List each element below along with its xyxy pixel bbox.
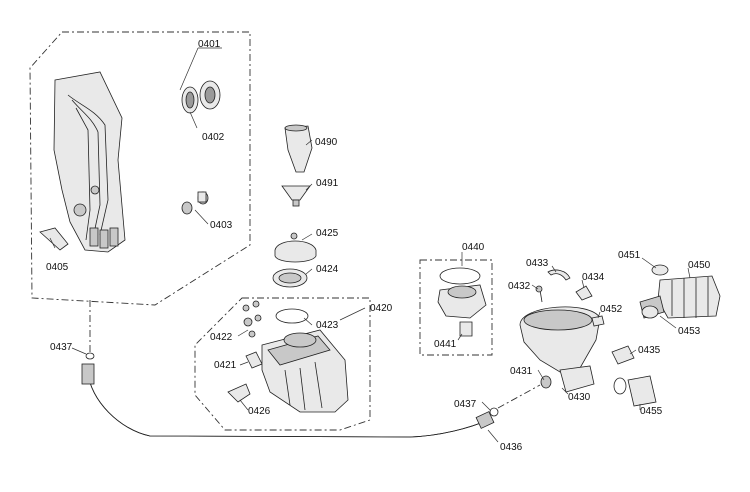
label-0420: 0420	[370, 303, 393, 314]
funnel-0490	[284, 125, 313, 173]
label-0451: 0451	[618, 250, 641, 261]
sump-0420	[261, 329, 349, 413]
clamp-0433	[547, 269, 571, 281]
leader-lines	[49, 47, 691, 443]
drain-hose	[81, 363, 495, 438]
sensor-0455	[613, 375, 657, 407]
label-0434: 0434	[582, 272, 605, 283]
label-0437-right: 0437	[454, 399, 477, 410]
label-0431: 0431	[510, 366, 533, 377]
small-parts-0422	[242, 300, 262, 338]
label-0436: 0436	[500, 442, 523, 453]
label-0402: 0402	[202, 132, 225, 143]
label-0435: 0435	[638, 345, 661, 356]
label-0433: 0433	[526, 258, 549, 269]
o-ring-0437a	[85, 352, 95, 360]
label-0452: 0452	[600, 304, 623, 315]
seal-0423	[275, 308, 309, 324]
connectors-0403	[181, 191, 209, 215]
seal-rings-0402	[181, 80, 221, 114]
side-panel-assembly	[53, 71, 126, 253]
cone-0491	[281, 185, 311, 201]
clamp-0451	[651, 264, 669, 276]
group-0401-outline	[29, 31, 251, 306]
pump-housing-0430	[519, 306, 601, 393]
o-ring-0437b	[489, 407, 499, 417]
label-0403: 0403	[210, 220, 233, 231]
group-0420-outline	[194, 297, 371, 431]
label-0491: 0491	[316, 178, 339, 189]
label-0432: 0432	[508, 281, 531, 292]
label-0455: 0455	[640, 406, 663, 417]
impeller-group-0440	[437, 267, 487, 337]
label-0424: 0424	[316, 264, 339, 275]
group-0440-outline	[419, 259, 493, 356]
label-0453: 0453	[678, 326, 701, 337]
cover-0425	[274, 240, 317, 263]
label-0441: 0441	[434, 339, 457, 350]
label-0490: 0490	[315, 137, 338, 148]
label-0422: 0422	[210, 332, 233, 343]
label-0440: 0440	[462, 242, 485, 253]
label-0426: 0426	[248, 406, 271, 417]
label-0437-left: 0437	[50, 342, 73, 353]
bracket-0434	[575, 285, 593, 301]
label-0405: 0405	[46, 262, 69, 273]
label-0421: 0421	[214, 360, 237, 371]
label-0430: 0430	[568, 392, 591, 403]
label-0401: 0401	[198, 39, 221, 50]
label-0423: 0423	[316, 320, 339, 331]
drain-pump-0450	[639, 275, 721, 319]
axis-line-2	[497, 384, 541, 409]
label-0425: 0425	[316, 228, 339, 239]
clip-0421	[245, 351, 263, 369]
label-0450: 0450	[688, 260, 711, 271]
fitting-0426	[227, 383, 251, 403]
valve-0435	[611, 345, 635, 365]
